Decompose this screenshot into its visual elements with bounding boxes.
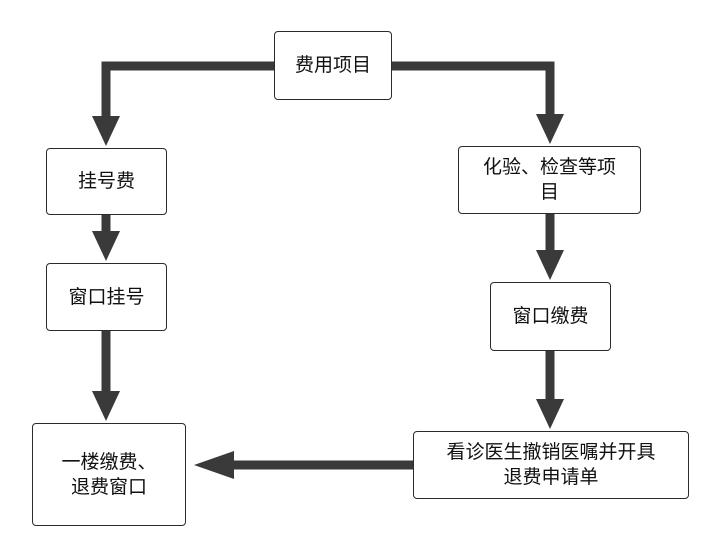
connector-fee-items-to-lab-exam-items xyxy=(392,61,555,116)
arrowhead-doctor-cancel xyxy=(536,399,564,429)
node-lab-exam-items: 化验、检查等项 目 xyxy=(458,146,641,214)
arrowhead-registration-fee xyxy=(92,116,120,146)
node-fee-items: 费用项目 xyxy=(274,31,392,100)
arrowhead-lab-exam-items xyxy=(536,114,564,144)
arrowhead-first-floor-window-side xyxy=(194,451,234,479)
node-first-floor-refund-window: 一楼缴费、 退费窗口 xyxy=(32,423,186,526)
node-window-payment: 窗口缴费 xyxy=(490,282,611,351)
node-window-registration: 窗口挂号 xyxy=(46,263,167,331)
arrowhead-window-registration xyxy=(92,231,120,261)
arrowhead-window-payment xyxy=(536,250,564,280)
node-doctor-cancel-order: 看诊医生撤销医嘱并开具 退费申请单 xyxy=(413,431,689,499)
node-registration-fee: 挂号费 xyxy=(46,148,167,215)
arrowhead-first-floor-window-top xyxy=(92,391,120,421)
connector-fee-items-to-registration-fee xyxy=(101,61,274,118)
